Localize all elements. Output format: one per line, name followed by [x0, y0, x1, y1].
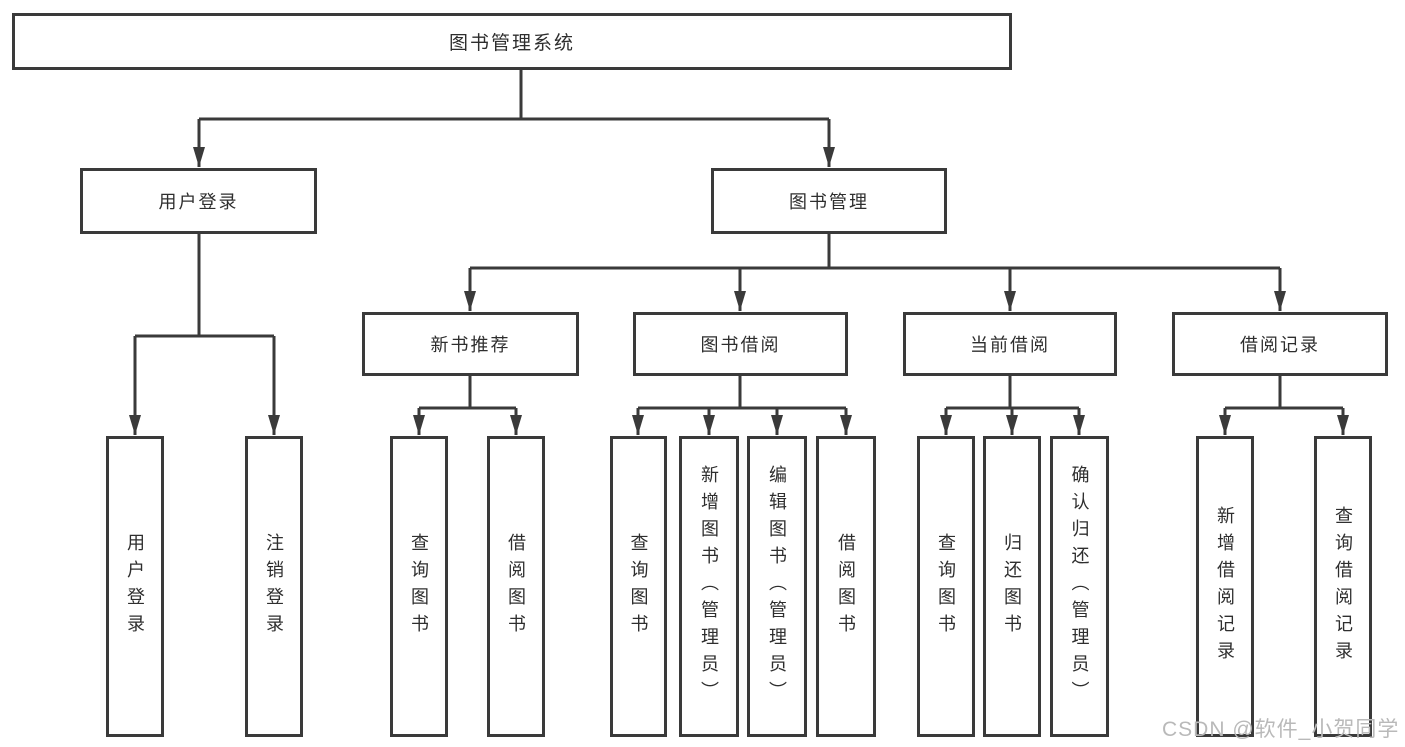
node-book-borrow: 图书借阅	[633, 312, 848, 376]
leaf-current-return-book: 归还图书	[983, 436, 1041, 737]
node-new-book-recommend: 新书推荐	[362, 312, 579, 376]
leaf-records-add-record: 新增借阅记录	[1196, 436, 1254, 737]
leaf-current-confirm-return-admin-label: 确认归还（管理员）	[1069, 465, 1090, 708]
leaf-current-query-book-label: 查询图书	[936, 532, 956, 641]
leaf-records-query-record: 查询借阅记录	[1314, 436, 1372, 737]
leaf-user-login: 用户登录	[106, 436, 164, 737]
leaf-recommend-borrow-book-label: 借阅图书	[506, 532, 526, 641]
node-current-borrow-label: 当前借阅	[970, 335, 1050, 355]
tree-elbow-lines	[135, 70, 1343, 410]
node-root-label: 图书管理系统	[448, 33, 575, 54]
node-user-login: 用户登录	[80, 168, 317, 234]
leaf-borrow-borrow-book: 借阅图书	[816, 436, 876, 737]
watermark: CSDN @软件_小贺同学	[1162, 718, 1400, 741]
leaf-records-add-record-label: 新增借阅记录	[1215, 505, 1235, 668]
leaf-recommend-borrow-book: 借阅图书	[487, 436, 545, 737]
node-new-book-recommend-label: 新书推荐	[430, 335, 511, 355]
leaf-current-query-book: 查询图书	[917, 436, 975, 737]
leaf-recommend-query-book-label: 查询图书	[409, 532, 429, 641]
leaf-recommend-query-book: 查询图书	[390, 436, 448, 737]
leaf-borrow-edit-book-admin: 编辑图书（管理员）	[747, 436, 807, 737]
leaf-logout: 注销登录	[245, 436, 303, 737]
leaf-records-query-record-label: 查询借阅记录	[1333, 505, 1353, 668]
leaf-borrow-query-book: 查询图书	[610, 436, 667, 737]
node-book-borrow-label: 图书借阅	[700, 335, 781, 355]
leaf-current-return-book-label: 归还图书	[1002, 532, 1022, 641]
leaf-borrow-edit-book-admin-label: 编辑图书（管理员）	[767, 465, 787, 708]
node-borrow-records-label: 借阅记录	[1240, 335, 1320, 355]
node-book-management: 图书管理	[711, 168, 947, 234]
leaf-current-confirm-return-admin: 确认归还（管理员）	[1050, 436, 1109, 737]
node-current-borrow: 当前借阅	[903, 312, 1117, 376]
node-borrow-records: 借阅记录	[1172, 312, 1388, 376]
leaf-logout-label: 注销登录	[264, 532, 284, 641]
node-user-login-label: 用户登录	[158, 192, 239, 212]
leaf-borrow-borrow-book-label: 借阅图书	[836, 532, 856, 641]
leaf-borrow-add-book-admin-label: 新增图书（管理员）	[699, 465, 719, 708]
leaf-user-login-label: 用户登录	[125, 532, 145, 641]
node-root: 图书管理系统	[12, 13, 1012, 70]
leaf-borrow-query-book-label: 查询图书	[628, 532, 649, 641]
leaf-borrow-add-book-admin: 新增图书（管理员）	[679, 436, 739, 737]
tree-arrow-lines	[129, 119, 1349, 435]
node-book-management-label: 图书管理	[789, 192, 869, 212]
